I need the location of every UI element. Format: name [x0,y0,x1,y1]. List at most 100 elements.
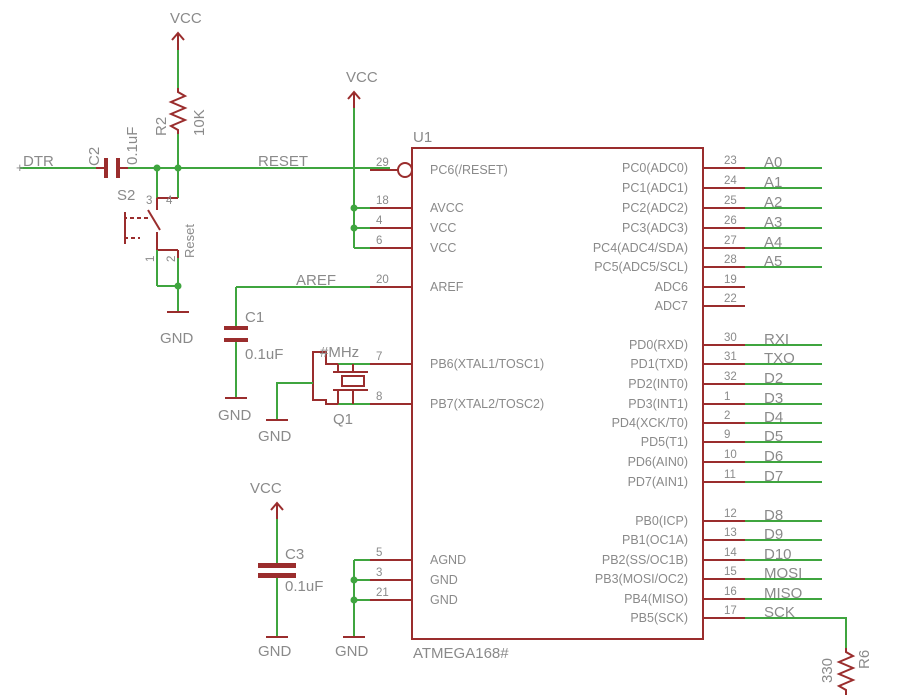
pin-name: PC0(ADC0) [622,161,688,175]
chip-right-pin: ADC6 19 [655,274,745,294]
net-label: D5 [764,428,783,445]
pin-number: 30 [724,332,737,344]
pin-number: 8 [376,391,382,403]
gnd-c3-label: GND [258,643,292,660]
net-label: A4 [764,234,782,251]
r6-ref: R6 [856,650,873,669]
gnd-c1-label: GND [218,407,252,424]
pin-number: 15 [724,566,737,578]
pin-number: 12 [724,508,737,520]
pin-number: 4 [376,215,383,227]
pin-number: 1 [724,391,730,403]
net-label: TXO [764,350,795,367]
net-label: D4 [764,409,783,426]
pin-number: 2 [724,410,730,422]
q1-value: #MHz [320,344,359,361]
pin-number: 11 [724,469,736,481]
pin-number: 6 [376,235,382,247]
s2-pin3: 3 [146,195,152,207]
net-label: D6 [764,448,783,465]
pin-name: PD4(XCK/T0) [612,416,688,430]
dtr-net-label: DTR [23,153,54,170]
pin-name: PC5(ADC5/SCL) [594,260,688,274]
pin-name: PD6(AIN0) [628,455,688,469]
pin-name: ADC6 [655,280,688,294]
pin-name: PD0(RXD) [629,338,688,352]
pin-number: 16 [724,586,737,598]
pin-name: PB6(XTAL1/TOSC1) [430,357,544,371]
c2-ref: C2 [86,147,103,166]
capacitor-c3: C3 0.1uF [258,546,323,595]
pin-name: GND [430,593,458,607]
chip-right-pin: PD4(XCK/T0) 2 D4 [612,409,822,430]
pin-name: PB4(MISO) [624,592,688,606]
pin-name: PD3(INT1) [628,397,688,411]
chip-body [411,147,704,640]
pin-number: 26 [724,215,737,227]
pin-name: PB1(OC1A) [622,533,688,547]
pin-number: 28 [724,254,737,266]
pin-name: VCC [430,221,456,235]
pin-name: VCC [430,241,456,255]
chip-right-pin: PD3(INT1) 1 D3 [628,390,822,411]
pin-number: 29 [376,157,389,169]
c2-value: 0.1uF [124,127,141,165]
capacitor-c2: C2 0.1uF [86,127,141,178]
chip-right-pin: PB4(MISO) 16 MISO [624,585,822,606]
pin-number: 7 [376,351,382,363]
pin-name: PC2(ADC2) [622,201,688,215]
r6-value: 330 [819,658,836,683]
resistor-r2: R2 10K [153,88,208,136]
pin-number: 23 [724,155,737,167]
net-label: D7 [764,468,783,485]
pin-number: 19 [724,274,737,286]
svg-text:+: + [16,160,24,175]
net-label: MOSI [764,565,802,582]
net-label: A1 [764,174,782,191]
switch-s2: S2 Reset 3 4 1 2 [117,168,197,262]
pin-number: 9 [724,429,730,441]
pin-name: AVCC [430,201,464,215]
c3-ref: C3 [285,546,304,563]
pin-name: PB0(ICP) [635,514,688,528]
vcc-symbol-chip: VCC [346,69,378,108]
pin-name: AREF [430,280,464,294]
c1-value: 0.1uF [245,346,283,363]
net-label: D3 [764,390,783,407]
gnd-chip-label: GND [335,643,369,660]
pin-name: PB7(XTAL2/TOSC2) [430,397,544,411]
pin-name: PB2(SS/OC1B) [602,553,688,567]
net-label: A3 [764,214,782,231]
vcc-symbol-c3: VCC [250,480,284,519]
pin-number: 13 [724,527,737,539]
pin-name: AGND [430,553,466,567]
net-label: SCK [764,604,795,621]
net-label: MISO [764,585,802,602]
net-label: D8 [764,507,783,524]
s2-pin2: 2 [166,256,178,262]
pin-number: 10 [724,449,737,461]
gnd-switch-label: GND [160,330,194,347]
vcc-symbol-top: VCC [170,10,202,50]
pin-number: 22 [724,293,737,305]
chip-value: ATMEGA168# [413,645,509,662]
chip-right-pin: PB0(ICP) 12 D8 [635,507,822,528]
pin-name: PD1(TXD) [630,357,688,371]
vcc-chip-label: VCC [346,69,378,86]
